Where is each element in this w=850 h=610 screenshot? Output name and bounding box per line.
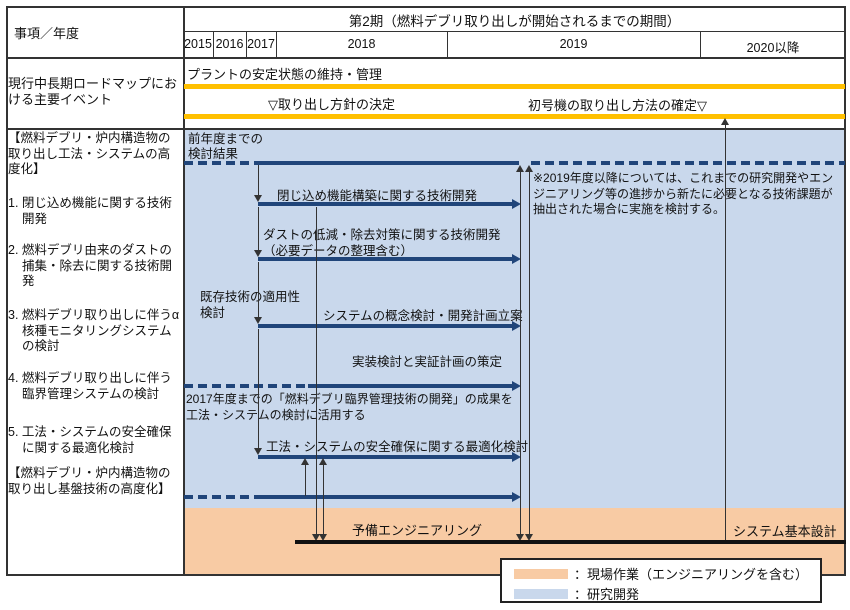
- cascade-arrow-2: [254, 250, 262, 257]
- existing-tech-label: 既存技術の適用性検討: [200, 290, 301, 320]
- base-tech-bar-arrow: [512, 492, 521, 502]
- grid-vline-y2016: [246, 31, 247, 58]
- cascade-arrow-3: [254, 317, 262, 324]
- legend: ：現場作業（エンジニアリングを含む） ：研究開発: [500, 558, 822, 603]
- leftcol-item-2: 2. 燃料デブリ由来のダストの捕集・除去に関する技術開発: [8, 243, 173, 289]
- grid-hline-events: [6, 128, 846, 130]
- connector-to-timeline-2: [323, 462, 324, 537]
- leftcol-item-1: 1. 閉じ込め機能に関する技術開発: [8, 196, 172, 226]
- connector-cascade-2: [258, 207, 259, 250]
- feedback1-up-arrow: [516, 165, 524, 172]
- implementation-bar: [308, 384, 512, 388]
- leftcol-item-koudoka: 【燃料デブリ・炉内構造物の取り出し工法・システムの高度化】: [8, 131, 171, 177]
- table-outer-border: [6, 6, 846, 576]
- dust-label-line2: （必要データの整理含む）: [263, 244, 414, 258]
- system-basic-design-label: システム基本設計: [733, 524, 837, 539]
- feedback2-down-arrow: [525, 534, 533, 541]
- grid-vline-leftcol: [183, 6, 185, 576]
- plant-stability-label: プラントの安定状態の維持・管理: [187, 64, 383, 85]
- phase-title: 第2期（燃料デブリ取り出しが開始されるまでの期間）: [348, 14, 681, 29]
- containment-bar: [258, 202, 512, 206]
- milestone-bar-lower: [184, 114, 845, 119]
- grid-vline-y2015: [213, 31, 214, 58]
- grid-hline-years: [6, 57, 846, 59]
- engineering-timeline: [295, 540, 846, 544]
- implementation-label: 実装検討と実証計画の策定: [352, 355, 503, 369]
- implementation-bar-arrow: [512, 381, 521, 391]
- legend-label-fieldwork: ：現場作業（エンジニアリングを含む）: [574, 567, 809, 582]
- connector-cascade-4: [258, 329, 259, 448]
- leftcol-item-4: 4. 燃料デブリ取り出しに伴う臨界管理システムの検討: [8, 371, 172, 401]
- confirmation-connector: [725, 122, 726, 541]
- policy-decision-label: ▽取り出し方針の決定: [268, 97, 395, 112]
- corner-label: 事項／年度: [14, 26, 80, 41]
- grid-vline-y2017: [276, 31, 277, 58]
- grid-vline-y2019: [700, 31, 701, 58]
- connector-to-timeline-1: [316, 207, 317, 537]
- leftcol-item-5: 5. 工法・システムの安全確保に関する最適化検討: [8, 425, 172, 455]
- cascade-arrow-1: [254, 195, 262, 202]
- year-2015: 2015: [184, 37, 212, 51]
- legend-swatch-rnd: [514, 589, 568, 599]
- feedback2-up-arrow: [525, 165, 533, 172]
- year-2019: 2019: [559, 37, 588, 51]
- connector-basetech-up: [305, 462, 306, 496]
- milestone-bar-upper: [184, 84, 845, 89]
- feedback1-down-arrow: [516, 534, 524, 541]
- year-2018: 2018: [347, 37, 376, 51]
- legend-swatch-fieldwork: [514, 569, 568, 579]
- base-tech-bar-dashed: [184, 495, 258, 499]
- year-2017: 2017: [247, 37, 275, 51]
- optimization-bar: [258, 455, 512, 459]
- note-2019: ※2019年度以降については、これまでの研究開発やエンジニアリング等の進捗から新…: [533, 171, 834, 217]
- base-tech-bar: [258, 495, 512, 499]
- criticality-note: 2017年度までの「燃料デブリ臨界管理技術の開発」の成果を工法・システムの検討に…: [186, 392, 513, 423]
- year-2016: 2016: [215, 37, 244, 51]
- timeline-arrow-1: [312, 534, 320, 541]
- research-development-field: [184, 129, 845, 508]
- basetech-up-arrow: [301, 458, 309, 465]
- top-bar-dashed-left: [184, 161, 255, 165]
- method-confirmation-label: 初号機の取り出し方法の確定▽: [528, 98, 707, 113]
- optimization-label: 工法・システムの安全確保に関する最適化検討: [266, 440, 529, 454]
- dust-bar: [258, 257, 512, 261]
- year-2020-later: 2020以降: [746, 41, 800, 55]
- system-concept-bar: [258, 324, 512, 328]
- timeline2-up-arrow: [319, 458, 327, 465]
- implementation-bar-dashed: [184, 384, 308, 388]
- events-row-label: 現行中長期ロードマップにおける主要イベント: [8, 76, 178, 108]
- legend-label-rnd: ：研究開発: [574, 587, 640, 602]
- pre-engineering-label: 予備エンジニアリング: [352, 523, 483, 538]
- grid-hline-phase: [183, 31, 846, 32]
- containment-bar-arrow: [512, 199, 521, 209]
- feedback-line-2: [529, 169, 530, 537]
- timeline2-down-arrow: [319, 534, 327, 541]
- feedback-line-1: [520, 169, 521, 537]
- leftcol-item-kiban: 【燃料デブリ・炉内構造物の取り出し基盤技術の高度化】: [8, 466, 171, 496]
- containment-label: 閉じ込め機能構築に関する技術開発: [277, 189, 478, 203]
- confirmation-up-arrow: [721, 118, 729, 125]
- grid-vline-y2018: [447, 31, 448, 58]
- cascade-arrow-4: [254, 448, 262, 455]
- connector-cascade: [258, 165, 259, 197]
- leftcol-item-3: 3. 燃料デブリ取り出しに伴うα核種モニタリングシステムの検討: [8, 308, 180, 354]
- prev-results-label: 前年度までの検討結果: [188, 132, 264, 161]
- connector-cascade-3: [258, 262, 259, 317]
- top-bar-solid: [255, 161, 519, 165]
- system-concept-bar-arrow: [512, 321, 521, 331]
- dust-label-line1: ダストの低減・除去対策に関する技術開発: [263, 228, 501, 242]
- top-bar-dashed-right: [531, 161, 845, 165]
- system-concept-label: システムの概念検討・開発計画立案: [323, 309, 523, 323]
- optimization-bar-arrow: [512, 452, 521, 462]
- dust-bar-arrow: [512, 254, 521, 264]
